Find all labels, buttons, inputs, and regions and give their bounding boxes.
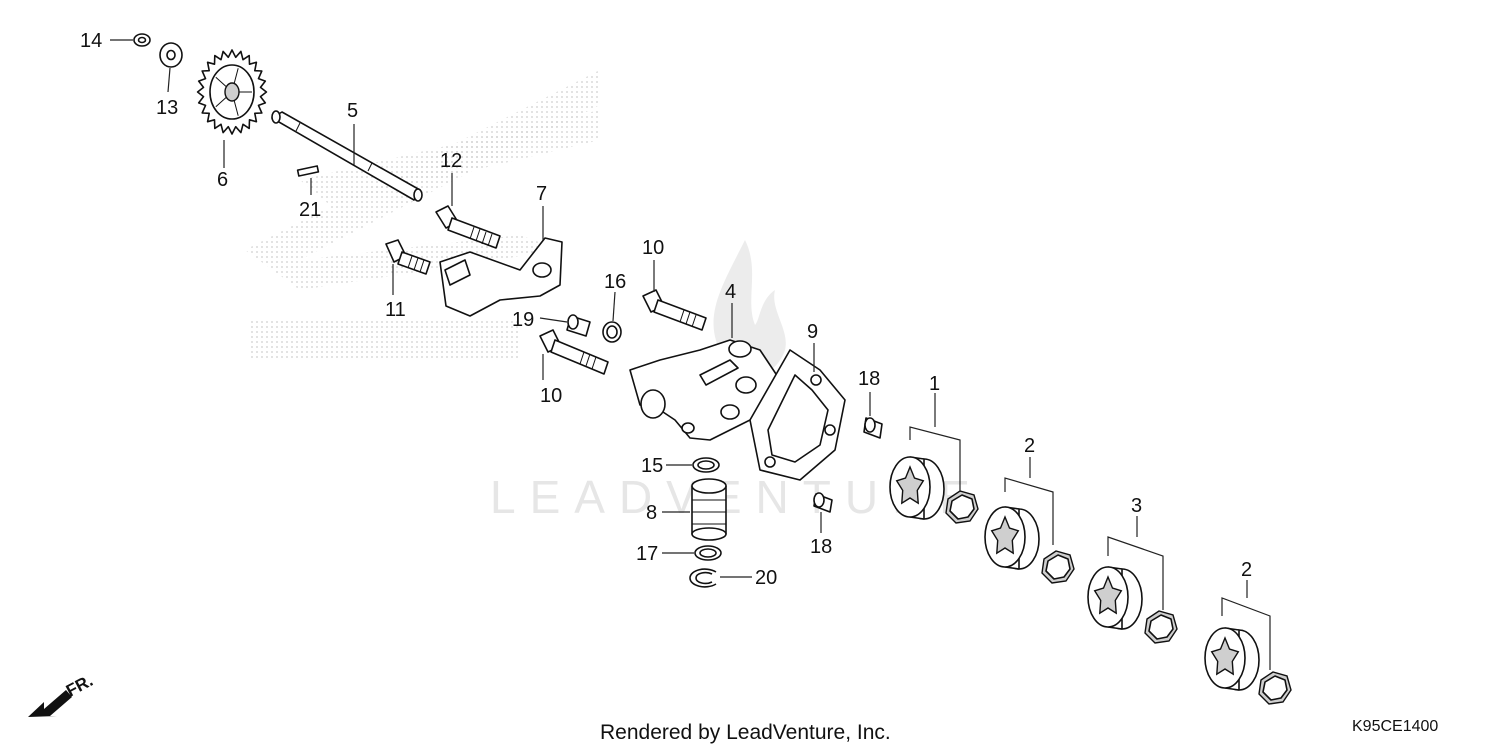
part-11-bolt — [385, 239, 431, 275]
label-5: 5 — [347, 100, 358, 122]
label-17: 17 — [636, 543, 658, 565]
part-16-o-ring — [602, 321, 622, 343]
label-6: 6 — [217, 169, 228, 191]
label-7: 7 — [536, 183, 547, 205]
part-5-shaft — [271, 110, 423, 202]
label-11: 11 — [385, 299, 406, 321]
part-14-clip — [133, 33, 151, 47]
part-10-bolt-upper — [642, 289, 707, 331]
label-10-upper: 10 — [642, 237, 664, 259]
part-19-dowel — [566, 314, 591, 337]
render-credit: Rendered by LeadVenture, Inc. — [600, 721, 891, 744]
part-1-rotor-set — [889, 456, 979, 524]
label-20: 20 — [755, 567, 777, 589]
front-direction-arrow: FR. — [28, 671, 96, 717]
label-12: 12 — [440, 150, 462, 172]
part-3-rotor-set — [1087, 566, 1178, 644]
label-21: 21 — [299, 199, 321, 221]
part-6-gear — [196, 49, 268, 135]
label-9: 9 — [807, 321, 818, 343]
part-18-dowel-upper — [863, 417, 883, 439]
part-13-washer — [159, 42, 183, 68]
part-20-snap-ring — [689, 568, 717, 588]
part-9-gasket — [749, 349, 846, 481]
part-2-rotor-set-b — [1204, 627, 1292, 705]
diagram-code: K95CE1400 — [1352, 718, 1438, 735]
callout-lines — [110, 39, 1271, 670]
part-18-dowel-lower — [813, 492, 833, 513]
label-13: 13 — [156, 97, 178, 119]
part-8-relief-valve — [691, 478, 727, 541]
label-10-lower: 10 — [540, 385, 562, 407]
label-19: 19 — [512, 309, 534, 331]
label-4: 4 — [725, 281, 736, 303]
part-4-pump-body — [629, 339, 781, 441]
part-10-bolt-lower — [539, 329, 609, 375]
part-21-pin — [296, 165, 320, 177]
label-14: 14 — [80, 30, 102, 52]
label-18-upper: 18 — [858, 368, 880, 390]
brand-wing-watermark — [245, 70, 600, 358]
label-2-b: 2 — [1241, 559, 1252, 581]
label-15: 15 — [641, 455, 663, 477]
part-2-rotor-set-a — [984, 506, 1075, 584]
label-2-a: 2 — [1024, 435, 1035, 457]
label-16: 16 — [604, 271, 626, 293]
part-labels: 14 13 6 5 21 12 7 11 10 10 19 16 4 9 18 … — [80, 30, 1252, 589]
part-7-bracket — [439, 237, 563, 317]
part-17-o-ring — [694, 545, 722, 561]
label-8: 8 — [646, 502, 657, 524]
part-12-bolt — [435, 205, 501, 249]
label-18-lower: 18 — [810, 536, 832, 558]
part-15-o-ring — [692, 457, 720, 473]
label-3: 3 — [1131, 495, 1142, 517]
label-1: 1 — [929, 373, 940, 395]
